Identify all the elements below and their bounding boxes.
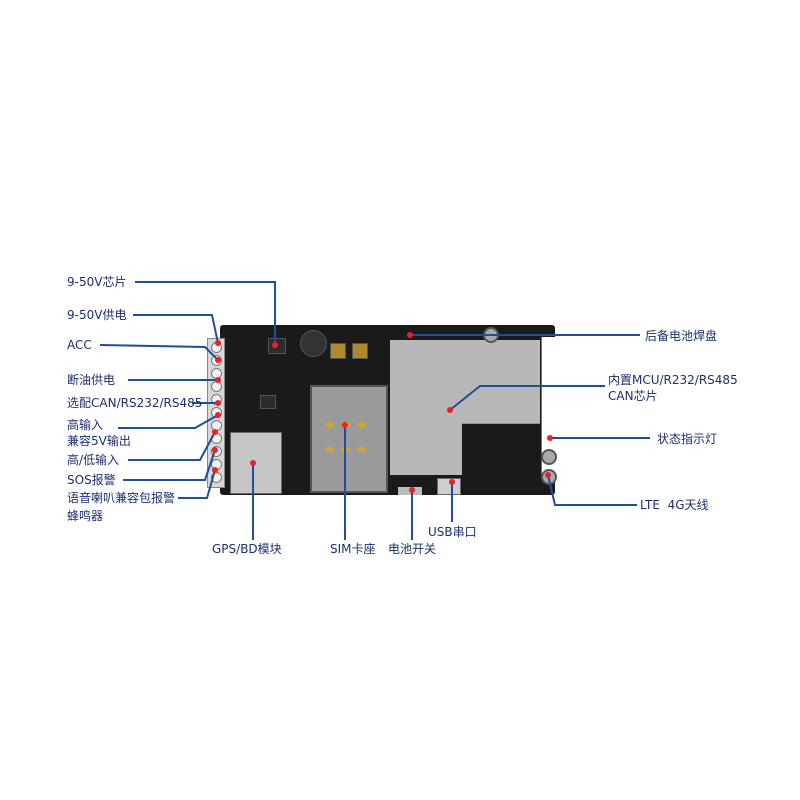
label-fuel-cut: 断油供电 <box>67 373 116 387</box>
sim-contact <box>326 422 334 427</box>
label-usb: USB串口 <box>428 525 477 539</box>
marker-dot <box>449 479 455 485</box>
leader-line <box>133 314 219 344</box>
ic-chip <box>260 395 276 409</box>
marker-dot <box>545 472 551 478</box>
marker-dot <box>212 467 218 473</box>
leader-line <box>118 414 219 429</box>
usb-port <box>437 478 461 495</box>
label-can-chip: CAN芯片 <box>608 389 658 403</box>
label-battery-switch: 电池开关 <box>388 542 437 556</box>
leader-line <box>99 344 219 361</box>
sim-holder <box>310 385 388 493</box>
marker-dot <box>215 400 221 406</box>
label-backup-battery: 后备电池焊盘 <box>645 329 718 343</box>
leader-line <box>128 431 216 461</box>
leader-line <box>135 281 276 345</box>
marker-dot <box>212 447 218 453</box>
label-status-led: 状态指示灯 <box>657 432 718 446</box>
label-mcu: 内置MCU/R232/RS485 <box>608 373 738 387</box>
marker-dot <box>272 342 278 348</box>
marker-dot <box>342 422 348 428</box>
marker-dot <box>447 407 453 413</box>
leader-line <box>547 474 637 506</box>
label-gps: GPS/BD模块 <box>212 542 282 556</box>
leader-line <box>123 449 216 481</box>
marker-dot <box>250 460 256 466</box>
label-buzzer: 蜂鸣器 <box>67 509 104 523</box>
marker-dot <box>212 429 218 435</box>
marker-dot <box>409 487 415 493</box>
label-sim: SIM卡座 <box>330 542 376 556</box>
leader-line <box>449 385 605 411</box>
label-5v-output: 兼容5V输出 <box>67 434 131 448</box>
label-acc: ACC <box>67 338 92 352</box>
inductor <box>300 330 327 357</box>
marker-dot <box>215 340 221 346</box>
marker-dot <box>407 332 413 338</box>
label-lte: LTE 4G天线 <box>640 498 709 512</box>
label-sos: SOS报警 <box>67 473 116 487</box>
label-can-rs: 选配CAN/RS232/RS485 <box>67 396 203 410</box>
marker-dot <box>215 377 221 383</box>
marker-dot <box>215 357 221 363</box>
sim-contact <box>358 422 366 427</box>
sim-contact <box>326 447 334 452</box>
label-speaker: 语音喇叭兼容包报警 <box>67 491 176 505</box>
leader-line <box>178 469 216 499</box>
sim-contact <box>358 447 366 452</box>
mount-hole <box>541 449 557 465</box>
label-9-50v-chip: 9-50V芯片 <box>67 275 127 289</box>
label-9-50v-power: 9-50V供电 <box>67 308 127 322</box>
label-hl-input: 高/低输入 <box>67 453 120 467</box>
marker-dot <box>547 435 553 441</box>
capacitor <box>352 343 368 359</box>
label-high-input: 高输入 <box>67 418 104 432</box>
capacitor <box>330 343 346 359</box>
marker-dot <box>215 412 221 418</box>
